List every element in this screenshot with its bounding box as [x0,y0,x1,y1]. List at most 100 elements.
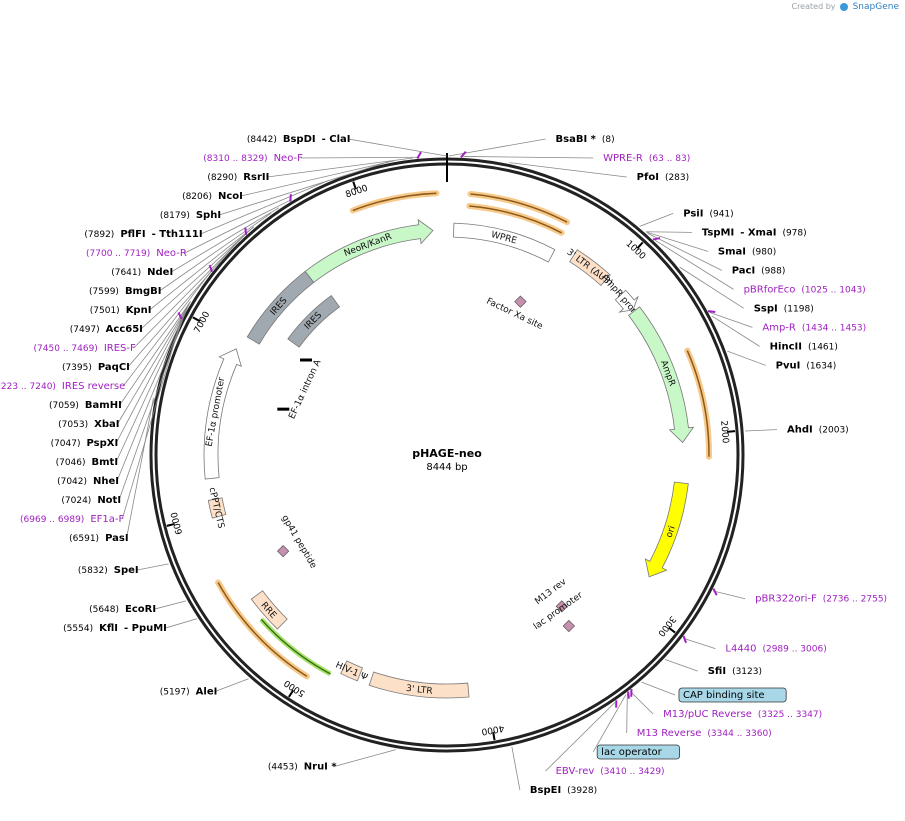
snapgene-logo-icon [840,2,849,11]
primer-range: (7450 .. 7469) [34,344,98,354]
site-name: AleI [196,686,218,697]
site-coord: (8206) [182,192,212,202]
primer-range: (63 .. 83) [649,154,690,164]
primer-label: Amp-R(1434 .. 1453) [762,322,866,333]
site-name: BamHI [85,400,122,411]
primer-mark [460,150,467,158]
snapgene-watermark: Created by SnapGene [791,2,899,12]
leader-line [115,303,190,463]
primer-arc [686,350,710,457]
primer-arc-highlight [684,347,713,460]
primer-mark [682,635,687,644]
leader-line [300,156,420,159]
leader-line [727,350,766,366]
site-name: NruI * [304,761,338,772]
restriction-site-label: (7042)NheI [57,476,119,487]
annotation-arcs-layer [206,190,713,680]
feature-hiv-1- [340,660,364,682]
green-arc [260,618,331,675]
feature-cppt-cts [207,497,227,519]
feature-ampr [627,306,695,444]
site-coord: (7047) [51,439,81,449]
tick-label: 6000 [170,511,185,536]
small-feature-label: EF-1α intron A [287,358,323,421]
primer-range: (3410 .. 3429) [600,767,664,777]
site-coord: (7892) [84,230,114,240]
site-coord: (7053) [58,420,88,430]
site-coord: (5648) [89,605,119,615]
site-coord: (978) [782,228,806,238]
primer-label: L4440(2989 .. 3006) [725,644,826,655]
site-coord: (8442) [247,135,277,145]
leader-line [646,231,709,252]
site-name: BmtI [92,457,119,468]
small-feature-glyph [562,619,576,633]
feature-wpre [453,222,556,263]
site-name: SfiI [708,666,726,677]
site-coord: (941) [709,209,733,219]
primer-range: (1434 .. 1453) [802,323,866,333]
primer-label: (6969 .. 6989) EF1a-F [20,514,124,525]
primer-range: (8310 .. 8329) [203,154,267,164]
feature-rre [250,590,288,630]
leader-line [654,239,734,290]
watermark-prefix: Created by [791,2,836,11]
restriction-site-label: (7599)BmgBI [89,286,161,297]
restriction-site-label: (5832)SpeI [78,565,139,576]
restriction-site-label: TspMI- XmaI(978) [702,227,807,238]
plasmid-name: pHAGE-neo [412,447,482,460]
leader-line [645,231,692,233]
restriction-site-label: AhdI(2003) [787,425,849,436]
site-name: Acc65I [106,324,143,335]
tick-mark [636,241,644,249]
tick-label: 7000 [193,310,213,335]
site-coord: (6591) [69,534,99,544]
site-name: PspXI [87,438,119,449]
leader-line [127,242,237,368]
primer-range: (3344 .. 3360) [707,729,771,739]
site-coord: (5197) [160,687,190,697]
leader-line [164,618,197,629]
site-coord: (8179) [160,211,190,221]
boxed-feature-label: CAP binding site [683,690,765,701]
tick-label: 3000 [655,614,677,638]
feature-ampr-promoter [614,289,639,313]
site-name: RsrII [243,172,269,183]
small-feature-glyph [514,295,527,308]
site-name: PaqCI [98,362,130,373]
tick-mark [352,181,357,190]
leader-line [136,563,169,571]
restriction-site-label: (7024)NotI [61,495,121,506]
tick-label: 8000 [344,184,369,201]
feature-ori [644,481,689,578]
tick-mark [492,732,496,741]
primer-name: EF1a-F [90,514,124,525]
leader-line [709,312,753,328]
tick-label: 2000 [718,420,730,444]
primer-name: IRES reverse [62,381,125,392]
site-coord: (3123) [732,667,762,677]
primer-mark [208,264,213,273]
primer-mark [707,310,716,314]
site-name: PflFI [120,229,145,240]
site-name: NotI [97,495,121,506]
primer-range: (6969 .. 6989) [20,515,84,525]
site-coord: (3928) [567,786,597,796]
restriction-site-label: BsaBI *(8) [556,134,615,145]
primer-arc [470,193,568,223]
leader-line [122,269,213,387]
primer-range: (3325 .. 3347) [758,710,822,720]
leader-line [626,693,628,733]
leader-line [119,300,191,406]
primer-name: Neo-R [156,248,187,259]
primer-label: EBV-rev(3410 .. 3429) [556,766,665,777]
leader-line [140,226,254,330]
restriction-site-label: BspEI(3928) [530,785,597,796]
primer-name: pBRforEco [744,284,796,295]
site-coord: (7059) [49,401,79,411]
primer-label: (7700 .. 7719)Neo-R [86,248,187,259]
primer-name: IRES-F [104,343,136,354]
primer-label: pBRforEco(1025 .. 1043) [744,284,866,295]
site-coord: (8) [602,135,615,145]
